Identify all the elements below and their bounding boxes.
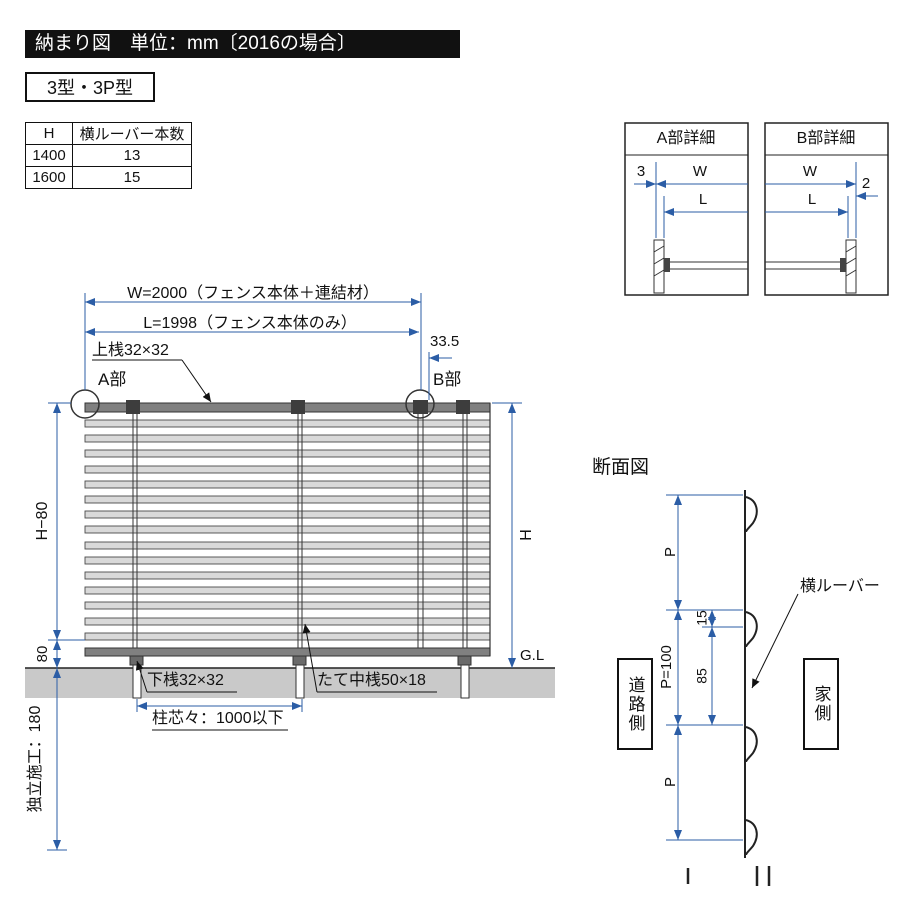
label-leaders <box>92 359 437 731</box>
col-header-h: H <box>25 122 73 145</box>
detail-a-dim-l: L <box>698 191 708 208</box>
part-b-label: B部 <box>433 370 462 389</box>
bottom-rail-label: 下桟32×32 <box>147 672 224 689</box>
fence-elevation <box>70 389 491 699</box>
detail-a-title: A部詳細 <box>656 130 716 147</box>
part-b-marker-circle <box>405 389 435 419</box>
house-side-label: 家側 <box>811 685 831 723</box>
detail-b-title: B部詳細 <box>796 130 856 147</box>
detail-b-drawing <box>764 122 889 296</box>
louver-slats <box>84 419 491 641</box>
ground-band <box>25 667 555 698</box>
middle-rail-label: たて中桟50×18 <box>317 672 426 689</box>
fence-posts <box>132 412 468 648</box>
louver-label: 横ルーバー <box>800 578 880 595</box>
type-label: 3型・3P型 <box>46 78 134 98</box>
h-dimension-label: H <box>518 529 536 541</box>
top-rail-label: 上桟32×32 <box>92 342 169 359</box>
l-dimension-label: L=1998（フェンス本体のみ） <box>143 315 357 332</box>
detail-a-dim-w: W <box>692 163 708 180</box>
w-dimension-label: W=2000（フェンス本体＋連結材） <box>127 285 379 302</box>
section-dim-p100: P=100 <box>657 645 675 689</box>
cell-count-13: 13 <box>72 144 192 167</box>
type-label-box: 3型・3P型 <box>25 72 155 102</box>
house-side-box: 家側 <box>803 658 839 750</box>
table-row: 1600 15 <box>25 166 192 189</box>
section-title: 断面図 <box>592 457 650 478</box>
part-a-label: A部 <box>98 370 127 389</box>
rail-brackets <box>126 400 470 414</box>
detail-b-dim-w: W <box>802 163 818 180</box>
road-side-box: 道路側 <box>617 658 653 750</box>
cell-h-1400: 1400 <box>25 144 73 167</box>
offset-dimension-label: 33.5 <box>430 333 460 350</box>
table-header-row: H 横ルーバー本数 <box>25 122 192 145</box>
col-header-louver-count: 横ルーバー本数 <box>72 122 192 145</box>
h-minus-80-dimension-label: H−80 <box>34 501 52 541</box>
spec-table: H 横ルーバー本数 1400 13 1600 15 <box>25 122 192 189</box>
80-dimension-label: 80 <box>33 645 51 663</box>
cross-section-drawing <box>666 490 799 886</box>
detail-a-dim-3: 3 <box>636 163 646 180</box>
detail-b-dim-l: L <box>807 191 817 208</box>
section-dim-p-bottom: P <box>661 776 679 788</box>
dimension-lines <box>47 293 522 851</box>
section-dim-p-top: P <box>661 546 679 558</box>
ground-level-label: G.L <box>520 647 545 664</box>
detail-b-dim-2: 2 <box>861 175 871 192</box>
section-dim-85: 85 <box>693 668 710 684</box>
road-side-label: 道路側 <box>625 675 645 733</box>
foundation-depth-label: 独立施工：180 <box>27 705 45 813</box>
section-dim-15: 15 <box>693 610 710 626</box>
table-row: 1400 13 <box>25 144 192 167</box>
page-title: 納まり図 単位：mm〔2016の場合〕 <box>35 33 356 54</box>
break-marks <box>686 866 771 886</box>
cell-count-15: 15 <box>72 166 192 189</box>
title-bar: 納まり図 単位：mm〔2016の場合〕 <box>25 30 460 58</box>
post-pitch-label: 柱芯々：1000以下 <box>152 710 284 727</box>
section-louver-profiles <box>745 496 758 856</box>
detail-a-drawing <box>624 122 749 296</box>
cell-h-1600: 1600 <box>25 166 73 189</box>
